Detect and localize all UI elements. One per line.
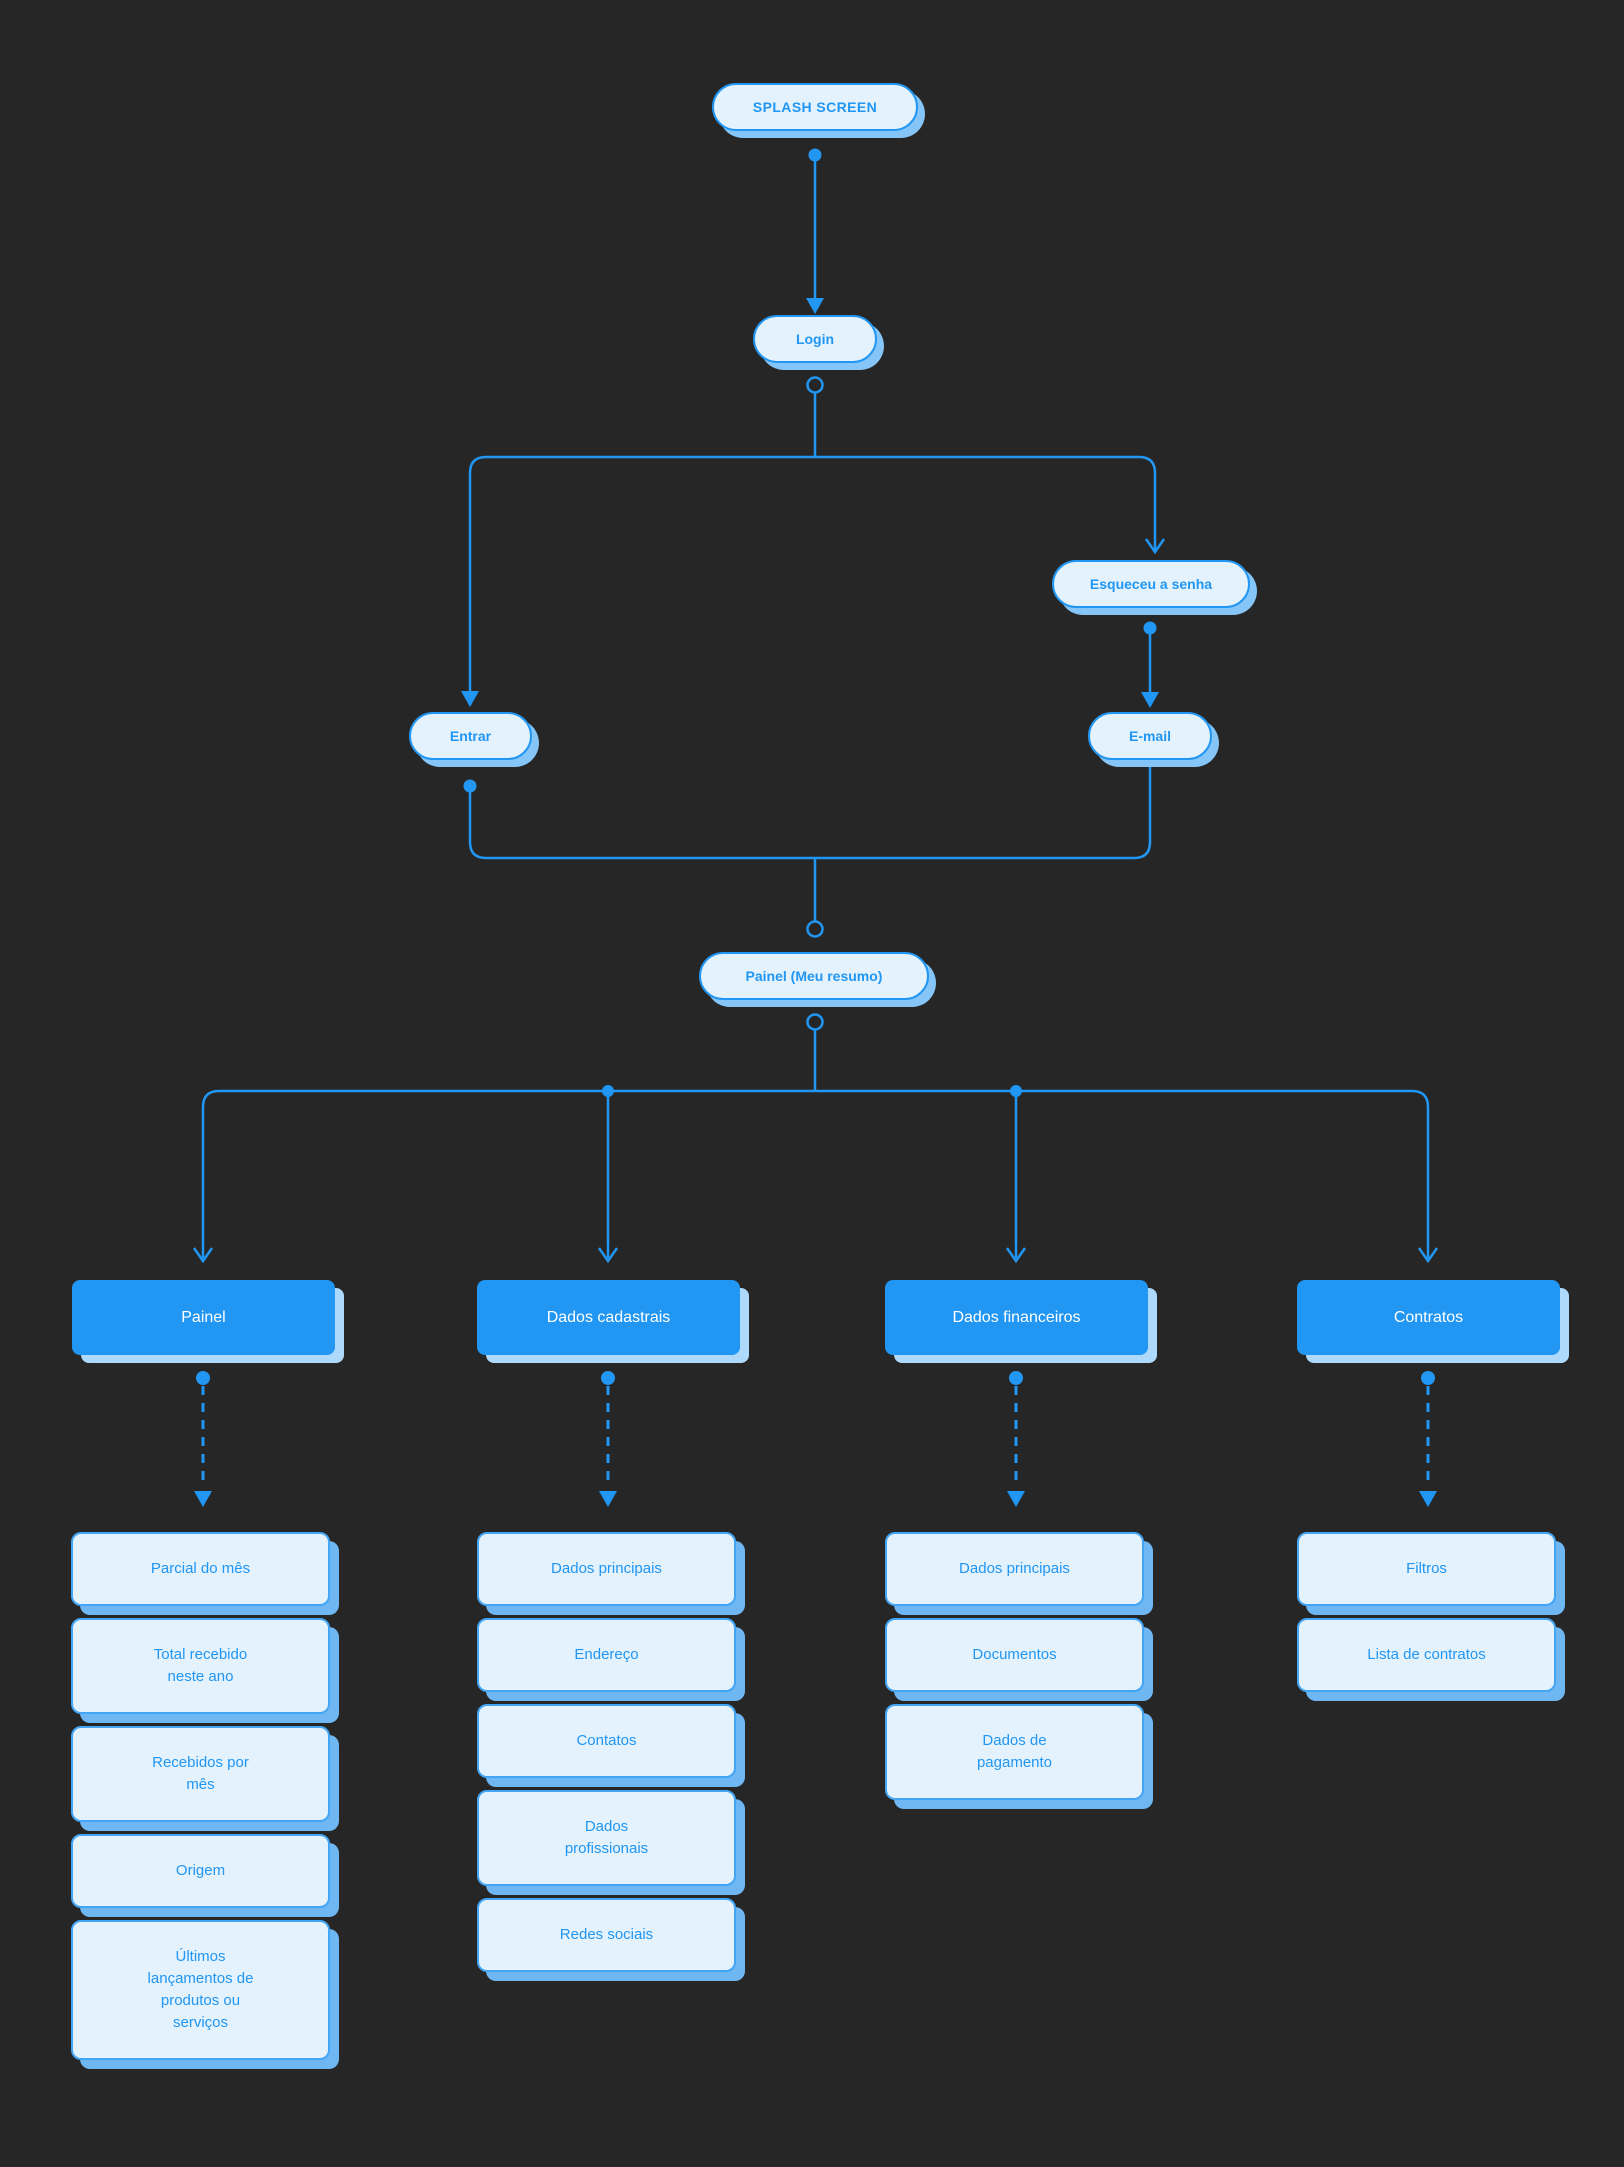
node-login[interactable]: Login <box>753 315 877 363</box>
section-contratos-label: Contratos <box>1393 1308 1464 1326</box>
node-entrar[interactable]: Entrar <box>409 712 532 760</box>
node-splash-screen-label: SPLASH SCREEN <box>752 99 878 115</box>
leaf-lista-de-contratos[interactable]: Lista de contratos <box>1297 1618 1556 1692</box>
section-painel-label: Painel <box>181 1308 226 1326</box>
connector-login-branches <box>461 376 1166 707</box>
section-contratos[interactable]: Contratos <box>1297 1280 1560 1355</box>
leaf-label: Documentos <box>972 1646 1057 1663</box>
connector-splash-to-login <box>806 148 824 314</box>
leaf-dados-profissionais[interactable]: Dados profissionais <box>477 1790 736 1886</box>
section-painel[interactable]: Painel <box>72 1280 335 1355</box>
node-splash-screen[interactable]: SPLASH SCREEN <box>712 83 918 131</box>
leaf-redes-sociais[interactable]: Redes sociais <box>477 1898 736 1972</box>
node-login-label: Login <box>795 331 835 347</box>
leaf-endereco[interactable]: Endereço <box>477 1618 736 1692</box>
leaf-label: Dados de pagamento <box>976 1732 1053 1771</box>
connector-dashboard-to-sections <box>192 1013 1439 1264</box>
leaf-parcial-do-mes[interactable]: Parcial do mês <box>71 1532 330 1606</box>
leaf-dados-de-pagamento[interactable]: Dados de pagamento <box>885 1704 1144 1800</box>
leaf-documentos[interactable]: Documentos <box>885 1618 1144 1692</box>
leaf-contatos[interactable]: Contatos <box>477 1704 736 1778</box>
leaf-label: Endereço <box>574 1646 639 1663</box>
leaf-label: Últimos lançamentos de produtos ou servi… <box>147 1948 254 2031</box>
leaf-origem[interactable]: Origem <box>71 1834 330 1908</box>
node-esqueceu-a-senha-label: Esqueceu a senha <box>1089 576 1213 592</box>
node-email[interactable]: E-mail <box>1088 712 1212 760</box>
node-painel-meu-resumo[interactable]: Painel (Meu resumo) <box>699 952 929 1000</box>
leaf-label: Contatos <box>576 1732 637 1749</box>
leaf-dados-principais-cadastrais[interactable]: Dados principais <box>477 1532 736 1606</box>
leaf-label: Recebidos por mês <box>152 1754 249 1793</box>
contratos-detail-list: Filtros Lista de contratos <box>1297 1532 1556 1692</box>
dados-cadastrais-detail-list: Dados principais Endereço Contatos Dados… <box>477 1532 736 1972</box>
leaf-filtros[interactable]: Filtros <box>1297 1532 1556 1606</box>
leaf-label: Lista de contratos <box>1367 1646 1486 1663</box>
node-esqueceu-a-senha[interactable]: Esqueceu a senha <box>1052 560 1250 608</box>
section-dados-financeiros[interactable]: Dados financeiros <box>885 1280 1148 1355</box>
leaf-label: Dados principais <box>551 1560 662 1577</box>
leaf-label: Total recebido neste ano <box>153 1646 248 1685</box>
node-email-label: E-mail <box>1128 728 1171 744</box>
connector-section-details <box>194 1371 1437 1507</box>
leaf-label: Dados profissionais <box>564 1818 649 1857</box>
leaf-label: Redes sociais <box>559 1926 654 1943</box>
leaf-recebidos-por-mes[interactable]: Recebidos por mês <box>71 1726 330 1822</box>
connector-merge-to-dashboard <box>463 760 1152 938</box>
node-painel-meu-resumo-label: Painel (Meu resumo) <box>745 968 883 984</box>
section-dados-cadastrais[interactable]: Dados cadastrais <box>477 1280 740 1355</box>
node-entrar-label: Entrar <box>449 728 492 744</box>
painel-detail-list: Parcial do mês Total recebido neste ano … <box>71 1532 330 2060</box>
leaf-total-recebido-neste-ano[interactable]: Total recebido neste ano <box>71 1618 330 1714</box>
leaf-label: Dados principais <box>959 1560 1070 1577</box>
section-dados-financeiros-label: Dados financeiros <box>952 1308 1081 1326</box>
leaf-label: Origem <box>175 1862 226 1879</box>
leaf-dados-principais-financeiros[interactable]: Dados principais <box>885 1532 1144 1606</box>
leaf-label: Parcial do mês <box>150 1560 251 1577</box>
leaf-label: Filtros <box>1406 1560 1447 1577</box>
leaf-ultimos-lancamentos[interactable]: Últimos lançamentos de produtos ou servi… <box>71 1920 330 2060</box>
dados-financeiros-detail-list: Dados principais Documentos Dados de pag… <box>885 1532 1144 1800</box>
connector-forgot-to-email <box>1141 621 1159 708</box>
section-dados-cadastrais-label: Dados cadastrais <box>546 1308 671 1326</box>
